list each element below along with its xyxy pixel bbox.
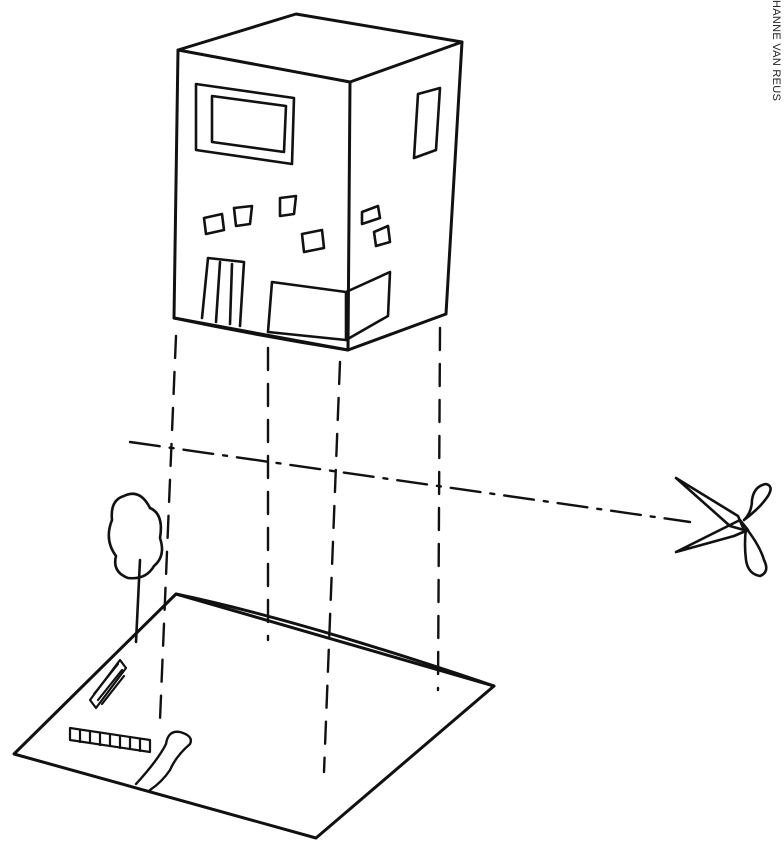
small-window: [302, 230, 324, 252]
projection-line: [324, 362, 340, 772]
projection-line: [160, 336, 176, 720]
small-window: [204, 214, 224, 234]
side-window: [414, 88, 440, 158]
projection-lines: [160, 328, 440, 772]
building-windows: [196, 84, 440, 340]
building-side-facade: [348, 42, 462, 350]
small-window: [362, 206, 380, 224]
small-window: [280, 196, 296, 216]
building-door: [202, 258, 244, 326]
ground-plot: [14, 594, 494, 838]
site-path: [136, 732, 191, 790]
tree-icon: [109, 494, 162, 642]
building-roof: [178, 14, 462, 82]
scissors-icon: [676, 478, 771, 576]
artist-credit: HANNE VAN REUS: [770, 0, 782, 122]
projection-line: [438, 328, 440, 690]
ground-plane: [14, 594, 494, 838]
building-front-facade: [174, 50, 350, 350]
site-hatching: [70, 660, 150, 752]
small-window: [374, 226, 390, 246]
corner-window: [268, 282, 346, 340]
cut-line: [130, 442, 690, 522]
small-window: [234, 206, 252, 226]
